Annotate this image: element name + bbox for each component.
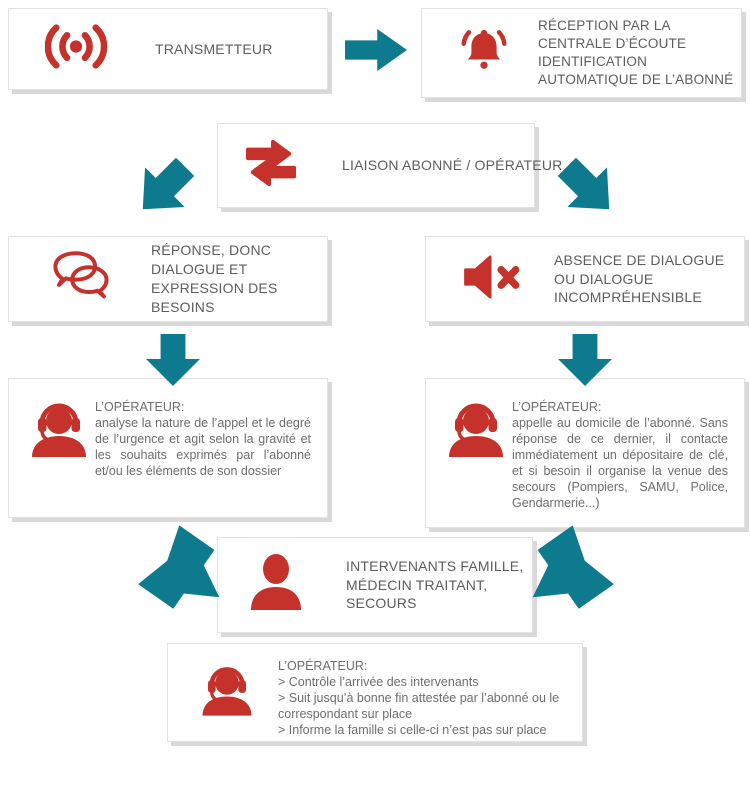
reception-label: RÉCEPTION PAR LA CENTRALE D’ÉCOUTE IDENT… (538, 17, 741, 90)
flow-arrow-down-left-icon (123, 147, 205, 229)
box-reception: RÉCEPTION PAR LA CENTRALE D’ÉCOUTE IDENT… (421, 8, 742, 98)
box-reponse: RÉPONSE, DONC DIALOGUE ET EXPRESSION DES… (8, 236, 328, 322)
box-absence: ABSENCE DE DIALOGUE OU DIALOGUE INCOMPRÉ… (425, 236, 745, 322)
operateur-suivi-bullet: > Informe la famille si celle-ci n’est p… (278, 723, 547, 737)
operateur-analyse-text: L’OPÉRATEUR: analyse la nature de l’appe… (95, 399, 311, 479)
box-operateur-analyse: L’OPÉRATEUR: analyse la nature de l’appe… (8, 378, 328, 518)
reception-line2: IDENTIFICATION AUTOMATIQUE DE L’ABONNÉ (538, 54, 734, 88)
operator-headset-icon (444, 399, 508, 468)
speaker-mute-icon (460, 251, 524, 308)
operateur-analyse-body: analyse la nature de l’appel et le degré… (95, 416, 311, 478)
operator-headset-icon (27, 399, 91, 468)
box-operateur-appelle: L’OPÉRATEUR: appelle au domicile de l’ab… (425, 378, 745, 528)
person-icon (248, 552, 304, 619)
operator-headset-icon (198, 662, 256, 727)
reception-line1: RÉCEPTION PAR LA CENTRALE D’ÉCOUTE (538, 17, 687, 51)
box-intervenants: INTERVENANTS FAMILLE, MÉDECIN TRAITANT, … (217, 537, 533, 633)
broadcast-icon (44, 23, 108, 75)
liaison-label: LIAISON ABONNÉ / OPÉRATEUR (342, 157, 563, 174)
flow-arrow-right-icon (345, 29, 407, 71)
operateur-appelle-body: appelle au domicile de l’abonné. Sans ré… (512, 416, 728, 510)
transmetteur-label: TRANSMETTEUR (155, 40, 273, 57)
operateur-appelle-text: L’OPÉRATEUR: appelle au domicile de l’ab… (512, 399, 728, 511)
reponse-label: RÉPONSE, DONC DIALOGUE ET EXPRESSION DES… (151, 242, 278, 315)
exchange-arrows-icon (240, 137, 302, 194)
box-transmetteur: TRANSMETTEUR (8, 8, 328, 90)
box-liaison: LIAISON ABONNÉ / OPÉRATEUR (217, 123, 562, 208)
operateur-suivi-text: L’OPÉRATEUR: > Contrôle l’arrivée des in… (278, 658, 572, 738)
operateur-title: L’OPÉRATEUR: (95, 400, 185, 414)
absence-label: ABSENCE DE DIALOGUE OU DIALOGUE INCOMPRÉ… (554, 251, 725, 306)
operateur-title: L’OPÉRATEUR: (512, 400, 602, 414)
chat-bubbles-icon (51, 249, 111, 310)
operateur-title: L’OPÉRATEUR: (278, 659, 368, 673)
operateur-suivi-bullet: > Suit jusqu’à bonne fin attestée par l’… (278, 691, 560, 721)
operateur-suivi-bullet: > Contrôle l’arrivée des intervenants (278, 675, 479, 689)
intervenants-label: INTERVENANTS FAMILLE, MÉDECIN TRAITANT, … (346, 557, 524, 612)
box-operateur-suivi: L’OPÉRATEUR: > Contrôle l’arrivée des in… (167, 643, 583, 742)
bell-icon (458, 25, 510, 82)
